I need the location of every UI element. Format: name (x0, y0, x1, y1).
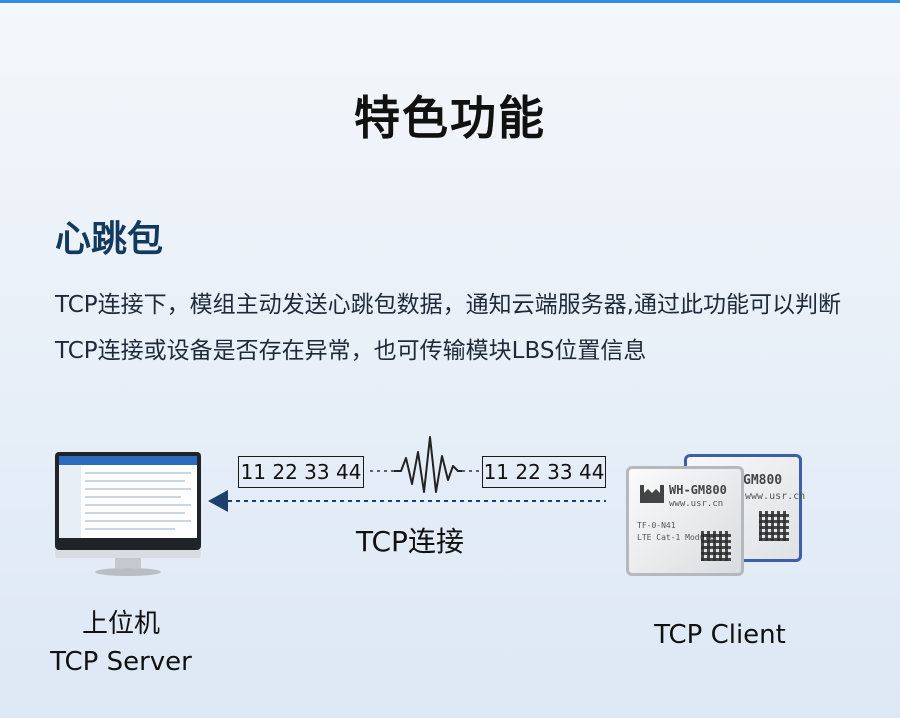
section-title: 心跳包 (55, 219, 164, 260)
module-front-type: LTE Cat-1 Module (637, 533, 715, 542)
screen-line (85, 504, 191, 506)
monitor-neck (115, 558, 141, 568)
top-accent-bar (0, 0, 900, 3)
brand-logo-icon (640, 485, 664, 503)
module-front-model: TF-0-N41 (637, 521, 676, 530)
page-title: 特色功能 (354, 91, 546, 145)
server-label-line2: TCP Server (50, 647, 192, 677)
monitor-screen-frame (55, 452, 201, 550)
module-front-url: www.usr.cn (669, 499, 724, 509)
monitor-chin (55, 550, 201, 558)
module-back-brand: GM800 (743, 473, 783, 488)
qr-code-icon (701, 531, 731, 561)
arrow-left-icon (208, 490, 228, 512)
packet-right: 11 22 33 44 (482, 456, 606, 488)
screen-line (85, 472, 191, 474)
packet-left: 11 22 33 44 (238, 456, 364, 488)
screen-line (85, 520, 191, 522)
monitor-icon (55, 452, 205, 582)
screen-sidebar (59, 465, 81, 538)
monitor-screen (59, 456, 197, 538)
module-icon: WH-GM800 www.usr.cn TF-0-N41 LTE Cat-1 M… (626, 466, 744, 576)
screen-header-bar (59, 456, 197, 465)
monitor-stand (95, 568, 161, 576)
module-front-brand: WH-GM800 (669, 483, 727, 497)
screen-line (85, 528, 175, 530)
connection-label: TCP连接 (356, 525, 464, 558)
module-back-url: www.usr.cn (745, 491, 806, 502)
client-label: TCP Client (654, 620, 786, 650)
screen-line (85, 512, 185, 514)
server-label-line1: 上位机 (81, 609, 160, 639)
server-label: 上位机 TCP Server (36, 605, 206, 681)
screen-line (85, 488, 191, 490)
qr-code-icon (759, 511, 789, 541)
screen-line (85, 496, 181, 498)
signal-wave-icon (394, 436, 462, 493)
screen-line (85, 480, 185, 482)
section-description: TCP连接下，模组主动发送心跳包数据，通知云端服务器,通过此功能可以判断TCP连… (55, 292, 841, 364)
